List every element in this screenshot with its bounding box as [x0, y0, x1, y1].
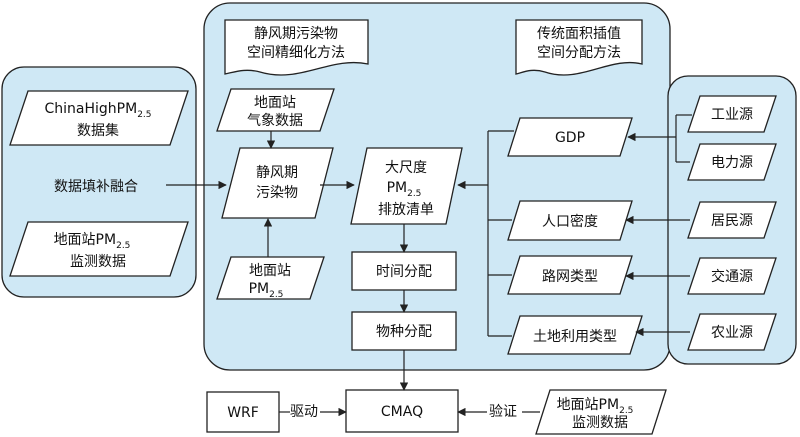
svg-text:数据集: 数据集	[77, 122, 119, 139]
svg-text:时间分配: 时间分配	[376, 264, 432, 280]
svg-text:PM2.5: PM2.5	[249, 281, 284, 300]
svg-text:地面站PM2.5: 地面站PM2.5	[557, 397, 634, 416]
proxy-landuse-box: 土地利用类型	[507, 315, 643, 355]
met-data-box: 地面站 气象数据	[216, 88, 335, 132]
svg-text:WRF: WRF	[227, 405, 259, 421]
svg-text:地面站: 地面站	[254, 95, 296, 111]
drive-label: 驱动	[290, 404, 318, 420]
emission-inventory-box: 大尺度 PM2.5 排放清单	[350, 147, 463, 225]
proxy-population-box: 人口密度	[507, 200, 633, 241]
proxy-gdp-box: GDP	[507, 117, 633, 157]
proxy-road-box: 路网类型	[507, 255, 633, 295]
svg-text:物种分配: 物种分配	[376, 324, 432, 340]
calm-pollutant-box: 静风期 污染物	[221, 147, 334, 219]
svg-text:路网类型: 路网类型	[542, 269, 598, 285]
pm-station-box: 地面站 PM2.5	[216, 256, 325, 300]
svg-text:PM2.5: PM2.5	[387, 180, 422, 199]
source-transport-box: 交通源	[687, 257, 777, 295]
svg-text:GDP: GDP	[555, 130, 585, 146]
svg-text:静风期: 静风期	[256, 165, 298, 181]
cmaq-box: CMAQ	[345, 389, 459, 433]
svg-text:交通源: 交通源	[711, 268, 753, 285]
svg-text:ChinaHighPM2.5: ChinaHighPM2.5	[44, 101, 151, 120]
svg-text:静风期污染物: 静风期污染物	[254, 26, 338, 42]
svg-text:空间分配方法: 空间分配方法	[537, 45, 621, 61]
sources-to-gdp	[627, 114, 692, 163]
svg-text:监测数据: 监测数据	[70, 254, 126, 270]
svg-text:排放清单: 排放清单	[378, 202, 434, 218]
source-agriculture-box: 农业源	[687, 313, 777, 351]
source-industry-box: 工业源	[687, 95, 777, 133]
svg-text:人口密度: 人口密度	[542, 213, 598, 230]
svg-text:电力源: 电力源	[711, 155, 753, 171]
svg-text:居民源: 居民源	[711, 213, 753, 229]
svg-text:地面站: 地面站	[249, 263, 291, 279]
svg-text:土地利用类型: 土地利用类型	[533, 329, 617, 345]
dataset-chinahighpm: ChinaHighPM2.5 数据集	[9, 90, 189, 146]
dataset-ground-pm: 地面站PM2.5 监测数据	[9, 221, 189, 277]
time-allocation-box: 时间分配	[351, 251, 457, 291]
wrf-box: WRF	[206, 391, 280, 433]
fusion-label: 数据填补融合	[54, 179, 138, 195]
source-power-box: 电力源	[687, 143, 777, 181]
svg-text:气象数据: 气象数据	[247, 113, 303, 129]
obs-pm-box: 地面站PM2.5 监测数据	[535, 389, 667, 435]
svg-text:农业源: 农业源	[711, 325, 753, 341]
svg-text:CMAQ: CMAQ	[381, 404, 423, 420]
svg-text:工业源: 工业源	[711, 107, 753, 123]
species-allocation-box: 物种分配	[351, 311, 457, 351]
proxy-bus	[457, 130, 514, 337]
svg-text:监测数据: 监测数据	[572, 415, 628, 431]
banner-area-interp: 传统面积插值 空间分配方法	[515, 19, 643, 76]
svg-text:空间精细化方法: 空间精细化方法	[247, 45, 345, 61]
source-residential-box: 居民源	[687, 201, 777, 239]
svg-text:污染物: 污染物	[256, 185, 298, 201]
svg-text:地面站PM2.5: 地面站PM2.5	[54, 232, 131, 251]
verify-label: 验证	[489, 404, 517, 420]
svg-text:传统面积插值: 传统面积插值	[537, 26, 621, 42]
svg-text:大尺度: 大尺度	[385, 160, 427, 176]
banner-calm-method: 静风期污染物 空间精细化方法	[224, 19, 369, 76]
